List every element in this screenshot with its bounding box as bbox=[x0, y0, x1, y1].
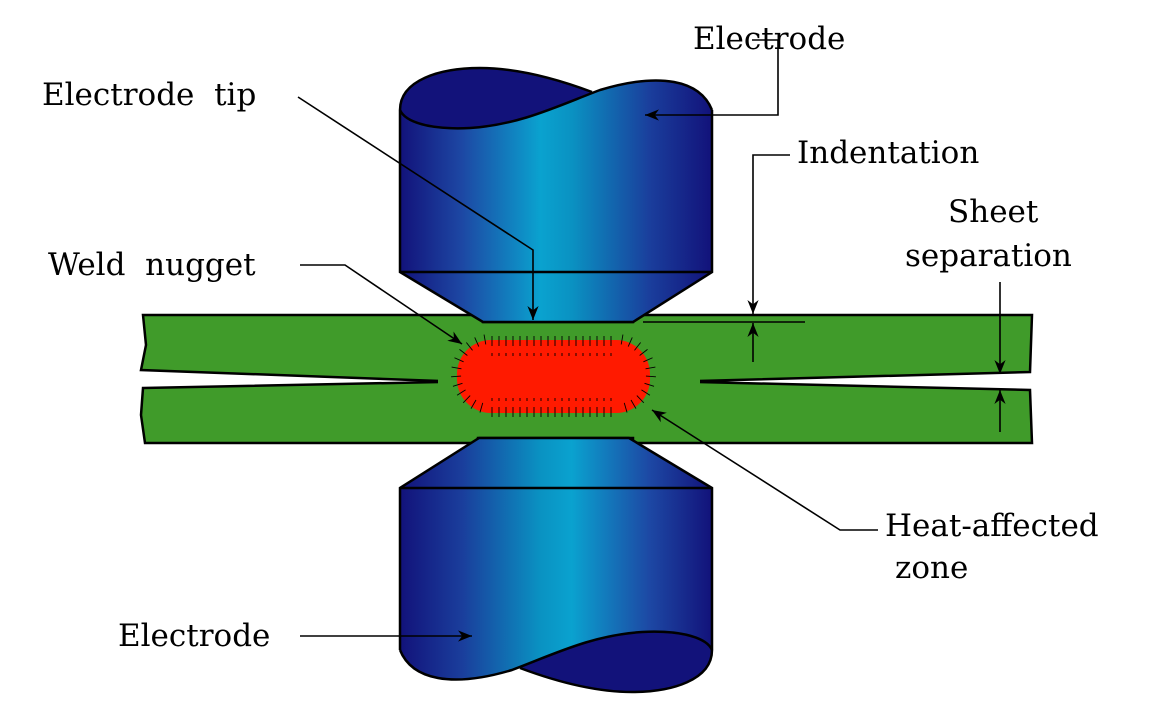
haz-tick bbox=[451, 366, 462, 370]
electrode-bottom bbox=[398, 436, 714, 694]
label-electrode-bottom: Electrode bbox=[118, 618, 270, 654]
leader-weld-nugget bbox=[300, 264, 463, 345]
haz-tick bbox=[639, 349, 648, 356]
haz-tick bbox=[645, 375, 656, 378]
haz-tick bbox=[451, 375, 462, 378]
haz-tick bbox=[623, 402, 628, 413]
label-heat-affected: Heat-affected bbox=[885, 508, 1099, 544]
label-electrode-tip: Electrode tip bbox=[42, 77, 256, 113]
haz-tick bbox=[454, 357, 464, 363]
label-sheet: Sheet bbox=[948, 194, 1039, 230]
leader-electrode-top bbox=[645, 39, 779, 121]
haz-tick bbox=[470, 399, 477, 409]
haz-tick bbox=[644, 382, 655, 387]
haz-tick bbox=[643, 357, 653, 363]
weld-nugget bbox=[451, 334, 656, 417]
haz-tick bbox=[641, 389, 651, 396]
leader-indentation-top bbox=[747, 154, 790, 314]
haz-tick bbox=[636, 395, 645, 404]
haz-tick bbox=[452, 382, 463, 387]
heat-affected-zone-ticks bbox=[451, 334, 656, 417]
haz-tick bbox=[479, 402, 484, 413]
label-electrode-top: Electrode bbox=[693, 21, 845, 57]
haz-tick bbox=[483, 334, 487, 345]
haz-tick bbox=[466, 342, 473, 351]
haz-tick bbox=[620, 334, 624, 345]
label-indentation: Indentation bbox=[797, 135, 979, 171]
haz-tick bbox=[627, 337, 633, 347]
leader-heat-affected-zone bbox=[651, 409, 878, 531]
haz-tick bbox=[645, 366, 656, 370]
haz-tick bbox=[630, 399, 637, 409]
haz-tick bbox=[462, 395, 471, 404]
electrode-top bbox=[398, 66, 714, 324]
haz-tick bbox=[456, 389, 466, 396]
leader-electrode-tip bbox=[297, 96, 539, 320]
label-zone: zone bbox=[895, 550, 968, 586]
haz-tick bbox=[634, 342, 641, 351]
label-separation: separation bbox=[905, 238, 1072, 274]
haz-tick bbox=[474, 337, 480, 347]
haz-tick bbox=[459, 349, 468, 356]
label-weld-nugget: Weld nugget bbox=[48, 247, 256, 283]
